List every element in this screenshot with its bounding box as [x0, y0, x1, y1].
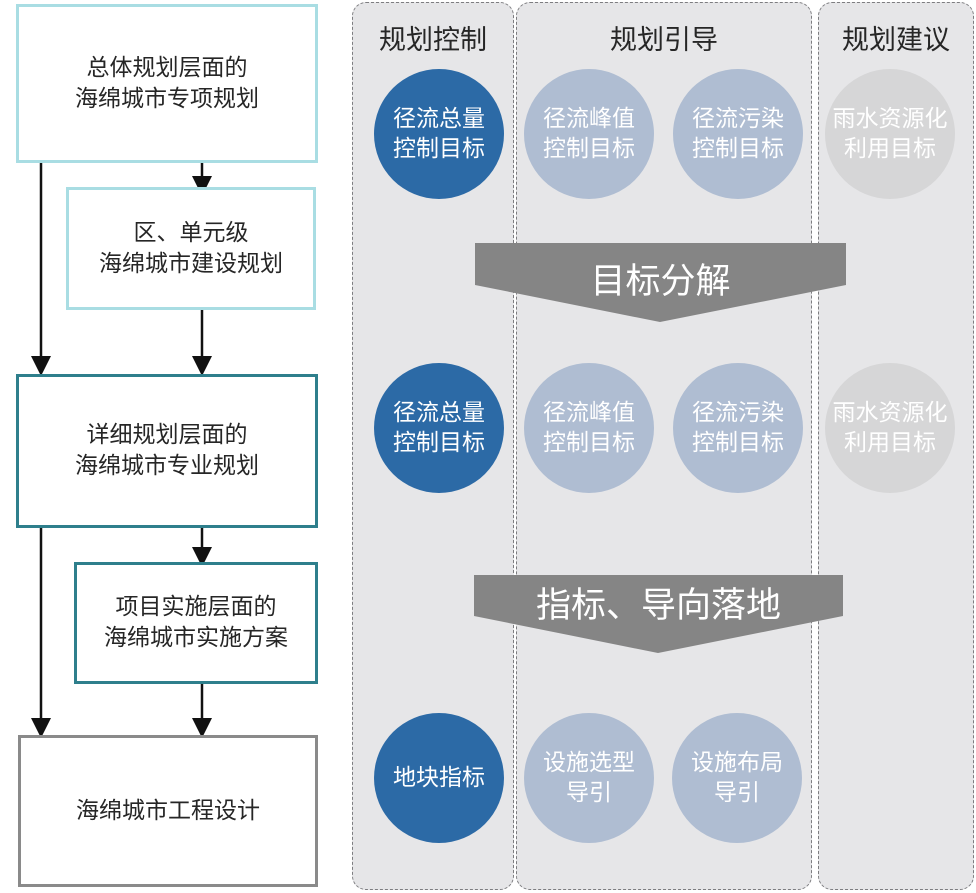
- arrow-indicator-landing-shape: [474, 575, 843, 653]
- circle-row2-runoff-peak: 径流峰值 控制目标: [524, 363, 654, 493]
- circle-row1-rainwater-reuse: 雨水资源化 利用目标: [825, 69, 955, 199]
- flow-box-implementation-plan: 项目实施层面的 海绵城市实施方案: [74, 562, 318, 684]
- flow-box-district-plan: 区、单元级 海绵城市建设规划: [66, 187, 316, 310]
- circle-row3-facility-selection: 设施选型 导引: [524, 713, 654, 843]
- flow-box-engineering-design: 海绵城市工程设计: [18, 735, 318, 887]
- circle-row2-runoff-volume: 径流总量 控制目标: [374, 363, 504, 493]
- circle-row1-runoff-peak: 径流峰值 控制目标: [524, 69, 654, 199]
- circle-row1-runoff-pollution: 径流污染 控制目标: [673, 69, 803, 199]
- arrow-goal-decomposition-shape: [475, 243, 846, 322]
- arrow-label-indicator-landing: 指标、导向落地: [535, 586, 781, 626]
- arrow-label-goal-decomposition: 目标分解: [590, 262, 731, 302]
- column-title-guidance: 规划引导: [610, 25, 718, 56]
- circle-row2-runoff-pollution: 径流污染 控制目标: [673, 363, 803, 493]
- circle-row3-facility-layout: 设施布局 导引: [672, 713, 802, 843]
- flow-box-detailed-plan: 详细规划层面的 海绵城市专业规划: [16, 374, 318, 528]
- column-title-control: 规划控制: [379, 25, 487, 56]
- column-title-suggestion: 规划建议: [842, 25, 950, 56]
- circle-row2-rainwater-reuse: 雨水资源化 利用目标: [825, 363, 955, 493]
- circle-row1-runoff-volume: 径流总量 控制目标: [374, 69, 504, 199]
- flow-box-overall-plan: 总体规划层面的 海绵城市专项规划: [16, 4, 318, 163]
- circle-row3-plot-indicator: 地块指标: [374, 713, 504, 843]
